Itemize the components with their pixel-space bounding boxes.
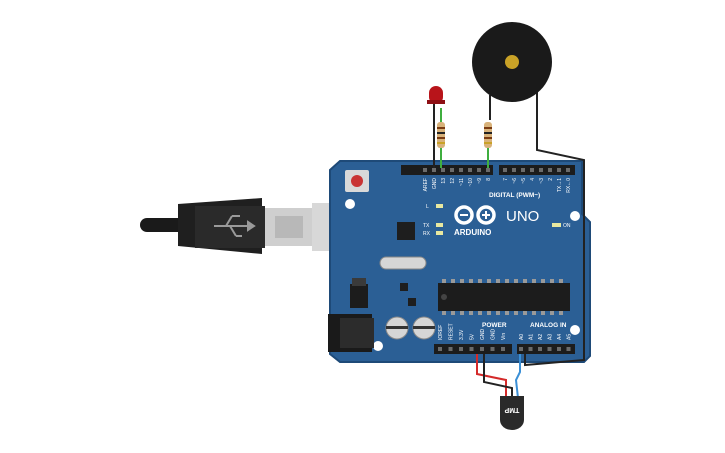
led-rx-label: RX [423,231,431,237]
digital-pin-label: ~9 [477,178,483,184]
led-on-label: ON [563,223,571,229]
arduino-uno-board[interactable]: L TX RX ON ARDUINO UNO DIGITAL (PWM~) PO… [328,160,591,363]
led-on-indicator [552,223,561,227]
power-pin-label: RESET [449,323,455,340]
digital-pin-label: ~3 [539,178,545,184]
mounting-hole [373,341,383,351]
analog-pin-label: A5 [567,334,573,340]
power-pin-label: GND [491,329,497,341]
resistor-buzzer[interactable] [484,122,492,148]
capacitor [412,316,436,340]
arduino-brand-label: ARDUINO [454,228,491,237]
digital-pin-label: TX→1 [557,178,563,192]
wire-red-5v[interactable] [476,354,507,398]
digital-pin-label: 12 [450,178,456,184]
digital-pin-label: GND [432,178,438,190]
header-pin-holes [423,168,571,351]
analog-pin-label: A2 [538,334,544,340]
analog-pin-label: A4 [557,334,563,340]
led-l-indicator [436,204,443,208]
digital-pin-label: 2 [548,178,554,181]
usb-chip [397,222,415,240]
tmp-sensor-label: TMP [504,406,519,413]
digital-pin-label: RX←0 [566,178,572,193]
usb-cable[interactable] [140,198,370,254]
analog-pin-label: A3 [548,334,554,340]
digital-pin-label: ~11 [459,178,465,186]
capacitor [385,316,409,340]
logo-symbols [460,211,490,219]
power-pin-label: 3.3V [459,329,465,340]
reset-button[interactable] [345,170,369,192]
analog-in-label: ANALOG IN [530,322,567,329]
digital-pin-label: ~5 [521,178,527,184]
uno-model-label: UNO [506,208,539,225]
digital-pin-label: 13 [441,178,447,184]
analog-pin-label: A1 [529,334,535,340]
digital-pin-label: 4 [530,178,536,181]
power-pin-label: Vin [501,333,507,340]
arduino-infinity-logo [454,205,496,225]
digital-header-right[interactable] [499,165,575,175]
red-led[interactable] [427,86,445,104]
voltage-regulator [350,278,368,308]
wire-blue-a0[interactable] [514,354,521,399]
led-l-label: L [426,204,429,210]
usb-icon [214,215,256,237]
power-jack[interactable] [328,314,374,352]
power-label: POWER [482,322,507,329]
digital-pin-label: 7 [503,178,509,181]
digital-pin-label: ~10 [468,178,474,187]
led-tx-label: TX [423,223,430,229]
mounting-hole [570,325,580,335]
power-pin-label: IOREF [438,325,444,340]
digital-pwm-label: DIGITAL (PWM~) [489,192,540,199]
mounting-hole [345,199,355,209]
power-pin-label: GND [480,329,486,341]
led-tx-indicator [436,223,443,227]
digital-pin-label: ~6 [512,178,518,184]
resistor-led[interactable] [437,122,445,148]
tmp36-temperature-sensor[interactable]: TMP [500,396,524,430]
power-pin-label: 5V [470,333,476,340]
digital-pin-label: 8 [486,178,492,181]
wire-black-gnd-sensor[interactable] [483,354,513,398]
led-rx-indicator [436,231,443,235]
smd-chip [400,283,408,291]
analog-header[interactable] [517,344,575,354]
smd-chip [408,298,416,306]
analog-pin-label: A0 [519,334,525,340]
crystal-oscillator [379,256,427,270]
digital-pin-label: AREF [423,178,429,191]
wire-black-buzzer-gnd[interactable] [524,92,585,367]
atmega328-chip [438,279,570,315]
mounting-hole [570,211,580,221]
piezo-buzzer[interactable] [472,22,552,102]
digital-header-left[interactable] [401,165,493,175]
